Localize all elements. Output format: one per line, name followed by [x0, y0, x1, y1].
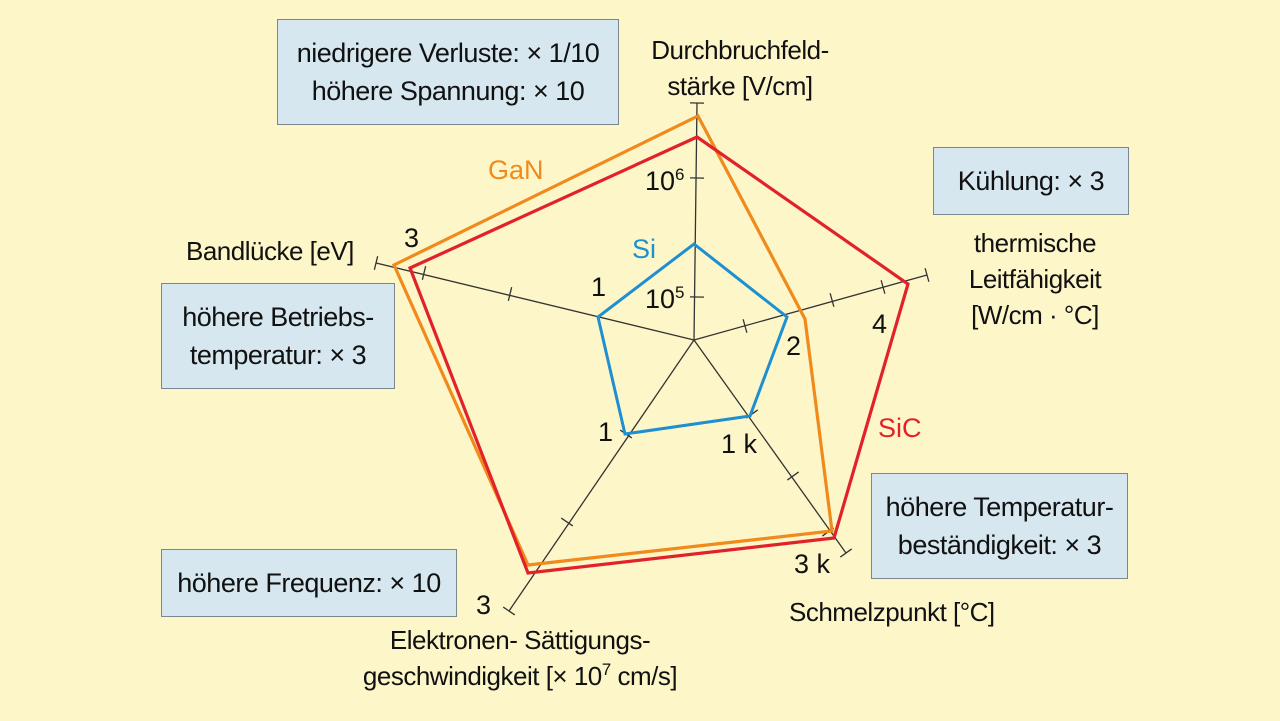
series-label-si: Si — [632, 234, 657, 264]
annotation-verluste-line-2: höhere Spannung: × 10 — [311, 76, 585, 106]
axis-label-bandluecke: Bandlücke [eV] — [186, 233, 354, 269]
tick-label-schmelz-1: 1 k — [721, 429, 758, 459]
axis-label-thermisch-line-3: [W/cm · °C] — [971, 300, 1099, 330]
series-point-si-durchbruch — [692, 242, 696, 246]
axis-label-elektronen-exp: 7 — [601, 660, 611, 679]
axis-tick-thermisch-1 — [742, 319, 748, 333]
annotation-kuehlung-line-1: Kühlung: × 3 — [957, 166, 1105, 196]
series-point-gan-durchbruch — [696, 114, 700, 118]
axis-label-thermisch: thermische Leitfähigkeit [W/cm · °C] — [935, 225, 1135, 333]
series-point-sic-schmelz — [832, 536, 836, 540]
series-point-gan-thermisch — [803, 317, 807, 321]
axis-label-schmelz: Schmelzpunkt [°C] — [789, 594, 995, 630]
annotation-verluste: niedrigere Verluste: × 1/10 höhere Spann… — [277, 19, 619, 125]
axis-label-thermisch-line-1: thermische — [973, 228, 1097, 258]
axis-line-durchbruch — [693, 102, 698, 341]
tick-label-thermisch-1: 2 — [786, 331, 802, 361]
axis-line-bandluecke — [375, 262, 695, 341]
annotation-temperatur-line-2: beständigkeit: × 3 — [897, 530, 1102, 560]
axis-label-elektronen-line-2: geschwindigkeit [× 107 cm/s] — [330, 658, 710, 694]
axis-label-bandluecke-line-1: Bandlücke [eV] — [186, 236, 354, 266]
annotation-frequenz-line-1: höhere Frequenz: × 10 — [177, 568, 441, 598]
axis-tick-schmelz-4 — [839, 548, 853, 558]
tick-label-durchbruch-2: 106 — [645, 166, 685, 196]
annotation-temperatur-line-1: höhere Temperatur- — [885, 492, 1114, 522]
axis-tick-thermisch-2 — [829, 293, 835, 307]
series-point-gan-elektronen — [526, 563, 530, 567]
axis-tick-bandluecke-2 — [421, 266, 427, 280]
axis-label-elektronen: Elektronen- Sättigungs- geschwindigkeit … — [330, 622, 710, 694]
series-point-sic-bandluecke — [408, 266, 412, 270]
annotation-frequenz: höhere Frequenz: × 10 — [161, 549, 457, 617]
axis-line-schmelz — [693, 339, 847, 554]
series-point-sic-thermisch — [906, 282, 910, 286]
series-polygon-sic — [407, 135, 910, 575]
axis-tick-bandluecke-1 — [507, 287, 513, 301]
series-point-gan-schmelz — [830, 529, 834, 533]
series-point-gan-bandluecke — [392, 263, 396, 267]
series-point-si-elektronen — [623, 432, 627, 436]
annotation-betrieb: höhere Betriebs- temperatur: × 3 — [161, 283, 395, 389]
series-point-si-bandluecke — [596, 315, 600, 319]
annotation-temperatur: höhere Temperatur- beständigkeit: × 3 — [871, 473, 1128, 579]
series-point-sic-durchbruch — [695, 135, 699, 139]
tick-label-elektronen-1: 1 — [598, 417, 614, 447]
tick-durchbruch-1-base: 10 — [645, 284, 676, 314]
annotation-verluste-line-1: niedrigere Verluste: × 1/10 — [296, 38, 600, 68]
series-polygon-si — [596, 242, 789, 436]
axis-label-thermisch-line-2: Leitfähigkeit — [968, 264, 1102, 294]
series-point-si-thermisch — [785, 315, 789, 319]
series-polygon-gan — [391, 113, 834, 567]
axis-tick-bandluecke-3 — [373, 256, 379, 270]
axis-label-durchbruch: Durchbruchfeld- stärke [V/cm] — [632, 32, 848, 104]
tick-label-elektronen-2: 3 — [476, 590, 492, 620]
axis-label-elektronen-line-2a: geschwindigkeit [× 10 — [362, 661, 602, 691]
series-label-gan: GaN — [488, 155, 544, 185]
tick-label-bandluecke-2: 3 — [404, 223, 420, 253]
axis-label-elektronen-line-2b: cm/s] — [610, 661, 678, 691]
axis-tick-thermisch-4 — [924, 268, 930, 282]
tick-durchbruch-2-exp: 6 — [675, 165, 685, 184]
annotation-betrieb-line-2: temperatur: × 3 — [189, 340, 367, 370]
axis-label-durchbruch-line-1: Durchbruchfeld- — [651, 35, 829, 65]
tick-label-thermisch-2: 4 — [872, 309, 888, 339]
series-point-sic-elektronen — [526, 571, 530, 575]
tick-durchbruch-1-exp: 5 — [675, 283, 685, 302]
tick-label-bandluecke-1: 1 — [591, 272, 607, 302]
axis-label-durchbruch-line-2: stärke [V/cm] — [667, 71, 813, 101]
axis-tick-elektronen-2 — [560, 517, 574, 527]
axis-tick-elektronen-3 — [502, 606, 516, 616]
axis-line-thermisch — [693, 274, 928, 341]
series-point-si-schmelz — [748, 414, 752, 418]
axis-tick-thermisch-3 — [880, 280, 886, 294]
axis-line-elektronen — [508, 339, 695, 612]
axis-tick-schmelz-2 — [786, 471, 800, 481]
annotation-kuehlung: Kühlung: × 3 — [933, 147, 1129, 215]
axis-label-schmelz-line-1: Schmelzpunkt [°C] — [789, 597, 995, 627]
tick-label-schmelz-2: 3 k — [794, 549, 831, 579]
tick-label-durchbruch-1: 105 — [645, 284, 685, 314]
annotation-betrieb-line-1: höhere Betriebs- — [182, 302, 374, 332]
axis-label-elektronen-line-1: Elektronen- Sättigungs- — [389, 625, 651, 655]
series-label-sic: SiC — [878, 413, 922, 443]
tick-durchbruch-2-base: 10 — [645, 166, 676, 196]
